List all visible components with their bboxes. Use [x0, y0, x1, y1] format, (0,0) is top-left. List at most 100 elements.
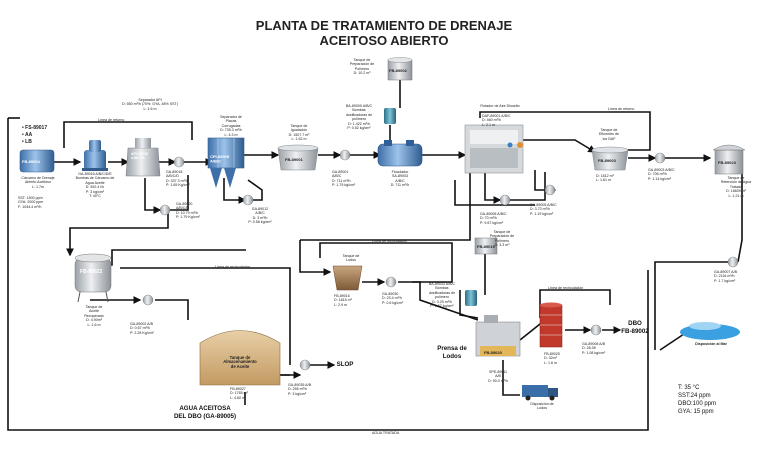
diagram-title-line1: PLANTA DE TRATAMIENTO DE DRENAJE — [255, 18, 513, 33]
mar-label: Disposición al Mar — [695, 342, 727, 346]
almacen-tank — [199, 330, 281, 386]
dbo-label: DBO FB-89002 — [621, 320, 649, 335]
fb89023-desc: Tanque de Retención de Agua Tratada D: 1… — [720, 176, 752, 198]
ba89033-pump — [465, 290, 477, 306]
api-separator — [125, 138, 161, 177]
ga89001-pump — [339, 149, 351, 161]
ba89033-desc: BA-89033 A/B/C Bombas dosificadoras de p… — [428, 282, 456, 309]
fb89001-tag: FB-89001 — [285, 157, 304, 162]
fb89019-desc: Tanque de Preparación de Polímero D: 3.3… — [489, 230, 515, 248]
fb89003-desc: Tanque de Efluentes de los DAF — [599, 128, 619, 141]
ga89016-label: GA-89016 A/B/C/D/E Bombas de Cárcamo de … — [75, 172, 115, 199]
ga89020-label: GA-89020 A/B/C/D D: 10.79 m³/h P: 1.79 K… — [176, 202, 200, 220]
fb89022-tank — [74, 253, 112, 303]
fb89019-tank — [474, 237, 498, 255]
ga89012-pump — [242, 194, 254, 206]
fb89004-sump — [19, 149, 55, 173]
fb89025-label: FB-89025 D: 32m³ L: 1.6 m — [544, 352, 560, 365]
ba89009-pump — [384, 108, 396, 124]
ga89003-pump — [654, 152, 666, 164]
ga89005-pump — [544, 184, 556, 196]
input-fs: • FS-89017 — [22, 125, 48, 131]
pump-icons — [142, 149, 739, 371]
lodos-props: FB-89016 D: 1815 m³ L: 2.9 m — [334, 294, 352, 307]
floc-label: Floculador SA-89003 A/B/C D: 711 m³/h — [390, 170, 410, 188]
fb89025-recirc: Línea de recirculación — [548, 286, 584, 290]
fb89003-tag: FB-89003 — [598, 158, 617, 163]
daf-desc: DAF-89001 A/B/C D: 460 m³/h L: 2.1 m — [482, 114, 511, 127]
lodos-recirc: Línea de recirculación — [372, 239, 408, 243]
fb89023-tag: FB-89023 — [718, 160, 737, 165]
fb89004-tag: FB-89004 — [22, 159, 41, 164]
fb89004-props: SST: 1500 ppm GYA: 2000 ppm F: 1044.4 m³… — [18, 196, 44, 209]
fb89001-tank — [277, 144, 319, 171]
daf-return-line: Línea de retorno — [608, 107, 635, 111]
prensa-inner-tag: FB-89020 — [484, 350, 503, 355]
input-aa: • AA — [22, 132, 33, 138]
diagram-title-line2: ACEITOSO ABIERTO — [319, 33, 449, 48]
fb89022-tag: FB-89022 — [80, 269, 103, 275]
fb89003-tank — [591, 146, 629, 171]
cond-dbo: DBO:100 ppm — [678, 401, 717, 407]
prensa-lodos — [475, 315, 521, 357]
cpi-desc: Separador de Placas Corrugadas D: 735.3 … — [220, 115, 242, 137]
input-lb: • LB — [22, 139, 32, 145]
main-pipes — [7, 80, 743, 431]
ga89002-pump — [142, 294, 154, 306]
slop-label: SLOP — [336, 361, 354, 368]
fb89002-desc: Tanque de Preparación de Polímero D: 10.… — [349, 58, 375, 76]
fb89001-desc: Tanque de Igualación D: 1507.7 m³ L: 1.5… — [288, 124, 310, 142]
ga89018-label: GA-89018 A/B/C/D D: 337.3 m³/h P: 1.65 K… — [166, 170, 190, 188]
ga89035-label: GA-89035 A/B D: 255 m³/h P: 3 kg/cm² — [288, 383, 311, 396]
api-tag: API-89016 A/B/C/D — [131, 152, 149, 161]
agua-tratada-label: AGUA TRATADA — [372, 431, 400, 435]
prensa-label: Prensa de Lodos — [437, 345, 467, 360]
fb89003-props: D: 1812 m³ L: 1.61 m — [596, 174, 614, 183]
almacen-tag: Tanque de Almacenamiento de Aceite — [223, 355, 257, 369]
ga89035-pump — [299, 359, 311, 371]
cond-temperature: T: 35 °C — [678, 385, 700, 391]
ga89020-pump — [159, 204, 171, 216]
fb89019-tag: FB-89019 — [477, 244, 496, 249]
fb89025-tank — [539, 302, 563, 348]
ga89030-label: GA-89030 D: 23.4 m³/h P: 0.6 kg/cm² — [382, 292, 404, 305]
fb89004-desc: Cárcamo de Drenaje Abierto Aceitoso L: 1… — [21, 176, 55, 189]
ga89006-label: GA-89006 A/B/C D: 70 m³/h P: 9.67 kg/cm² — [480, 212, 507, 225]
cpi-separator — [207, 137, 245, 188]
fb89023-tank — [712, 144, 746, 175]
cond-gya: GYA: 15 ppm — [678, 409, 714, 415]
sea-icon — [680, 322, 740, 340]
ga89005-label: GA-89005 A/B/C D: 3.73 m³/h P: 1.19 kg/c… — [530, 203, 557, 216]
ga89002-label: GA-89002 A/B D: 0.67 m³/h P: 2.28 Kg/cm² — [130, 322, 154, 335]
agua-aceitosa-label: AGUA ACEITOSA DEL DBO (GA-89005) — [173, 405, 237, 420]
ga89006-pump — [499, 194, 511, 206]
prensa-props: SPE-89011 A/B D: 90.0 m³/h — [488, 370, 508, 383]
fb89002-tag: FB-89002 — [389, 68, 408, 73]
fb89002-tank — [387, 57, 413, 81]
cond-sst: SST:24 ppm — [678, 393, 711, 399]
ga89012-label: GA-89012 A/B/C D: 3 m³/h P: 0.58 kg/cm² — [248, 207, 272, 225]
api-header: Separador API D: 550 m³/h (70%: GYA, 48%… — [122, 98, 178, 111]
truck-icon — [522, 385, 558, 401]
ga89008-label: GA-89008 A/B D: 28.3ft P: 1.08 kg/cm² — [582, 342, 606, 355]
ga89018-pump — [173, 156, 185, 168]
ga89001-label: GA-89001 A/B/C D: 711 m³/h P: 1.79 kg/cm… — [332, 170, 356, 188]
ga89003-label: GA-89003 A/B/C D: 706 m³/h P: 1.14 kg/cm… — [648, 168, 675, 181]
ga89016-pump — [82, 140, 108, 171]
ga89007-label: GA-89007 A/B D: 2116 m³/h P: 1.7 kg/cm² — [714, 270, 737, 283]
ba89009-desc: BA-89009 A/B/C Bombas dosificadoras de p… — [345, 104, 373, 131]
fb89022-desc: Tanque de Aceite Recuperado D: 4.90m³ L:… — [84, 305, 104, 327]
daf-unit — [464, 124, 524, 174]
api-return-line: Línea de retorno — [98, 118, 125, 122]
fb89022-recirc: Línea de recirculación — [215, 265, 251, 269]
almacen-props: FB-89027 D: 1765 m³ L: 4.60 m — [230, 387, 248, 400]
floculador — [377, 140, 423, 167]
lodos-tag: Tanque de Lodos — [342, 254, 360, 263]
lodos-tank — [332, 265, 363, 291]
ga89030-pump — [385, 276, 397, 288]
ga89007-pump — [727, 256, 739, 268]
daf-title: Flotador de Aire Disuelto — [480, 104, 520, 108]
